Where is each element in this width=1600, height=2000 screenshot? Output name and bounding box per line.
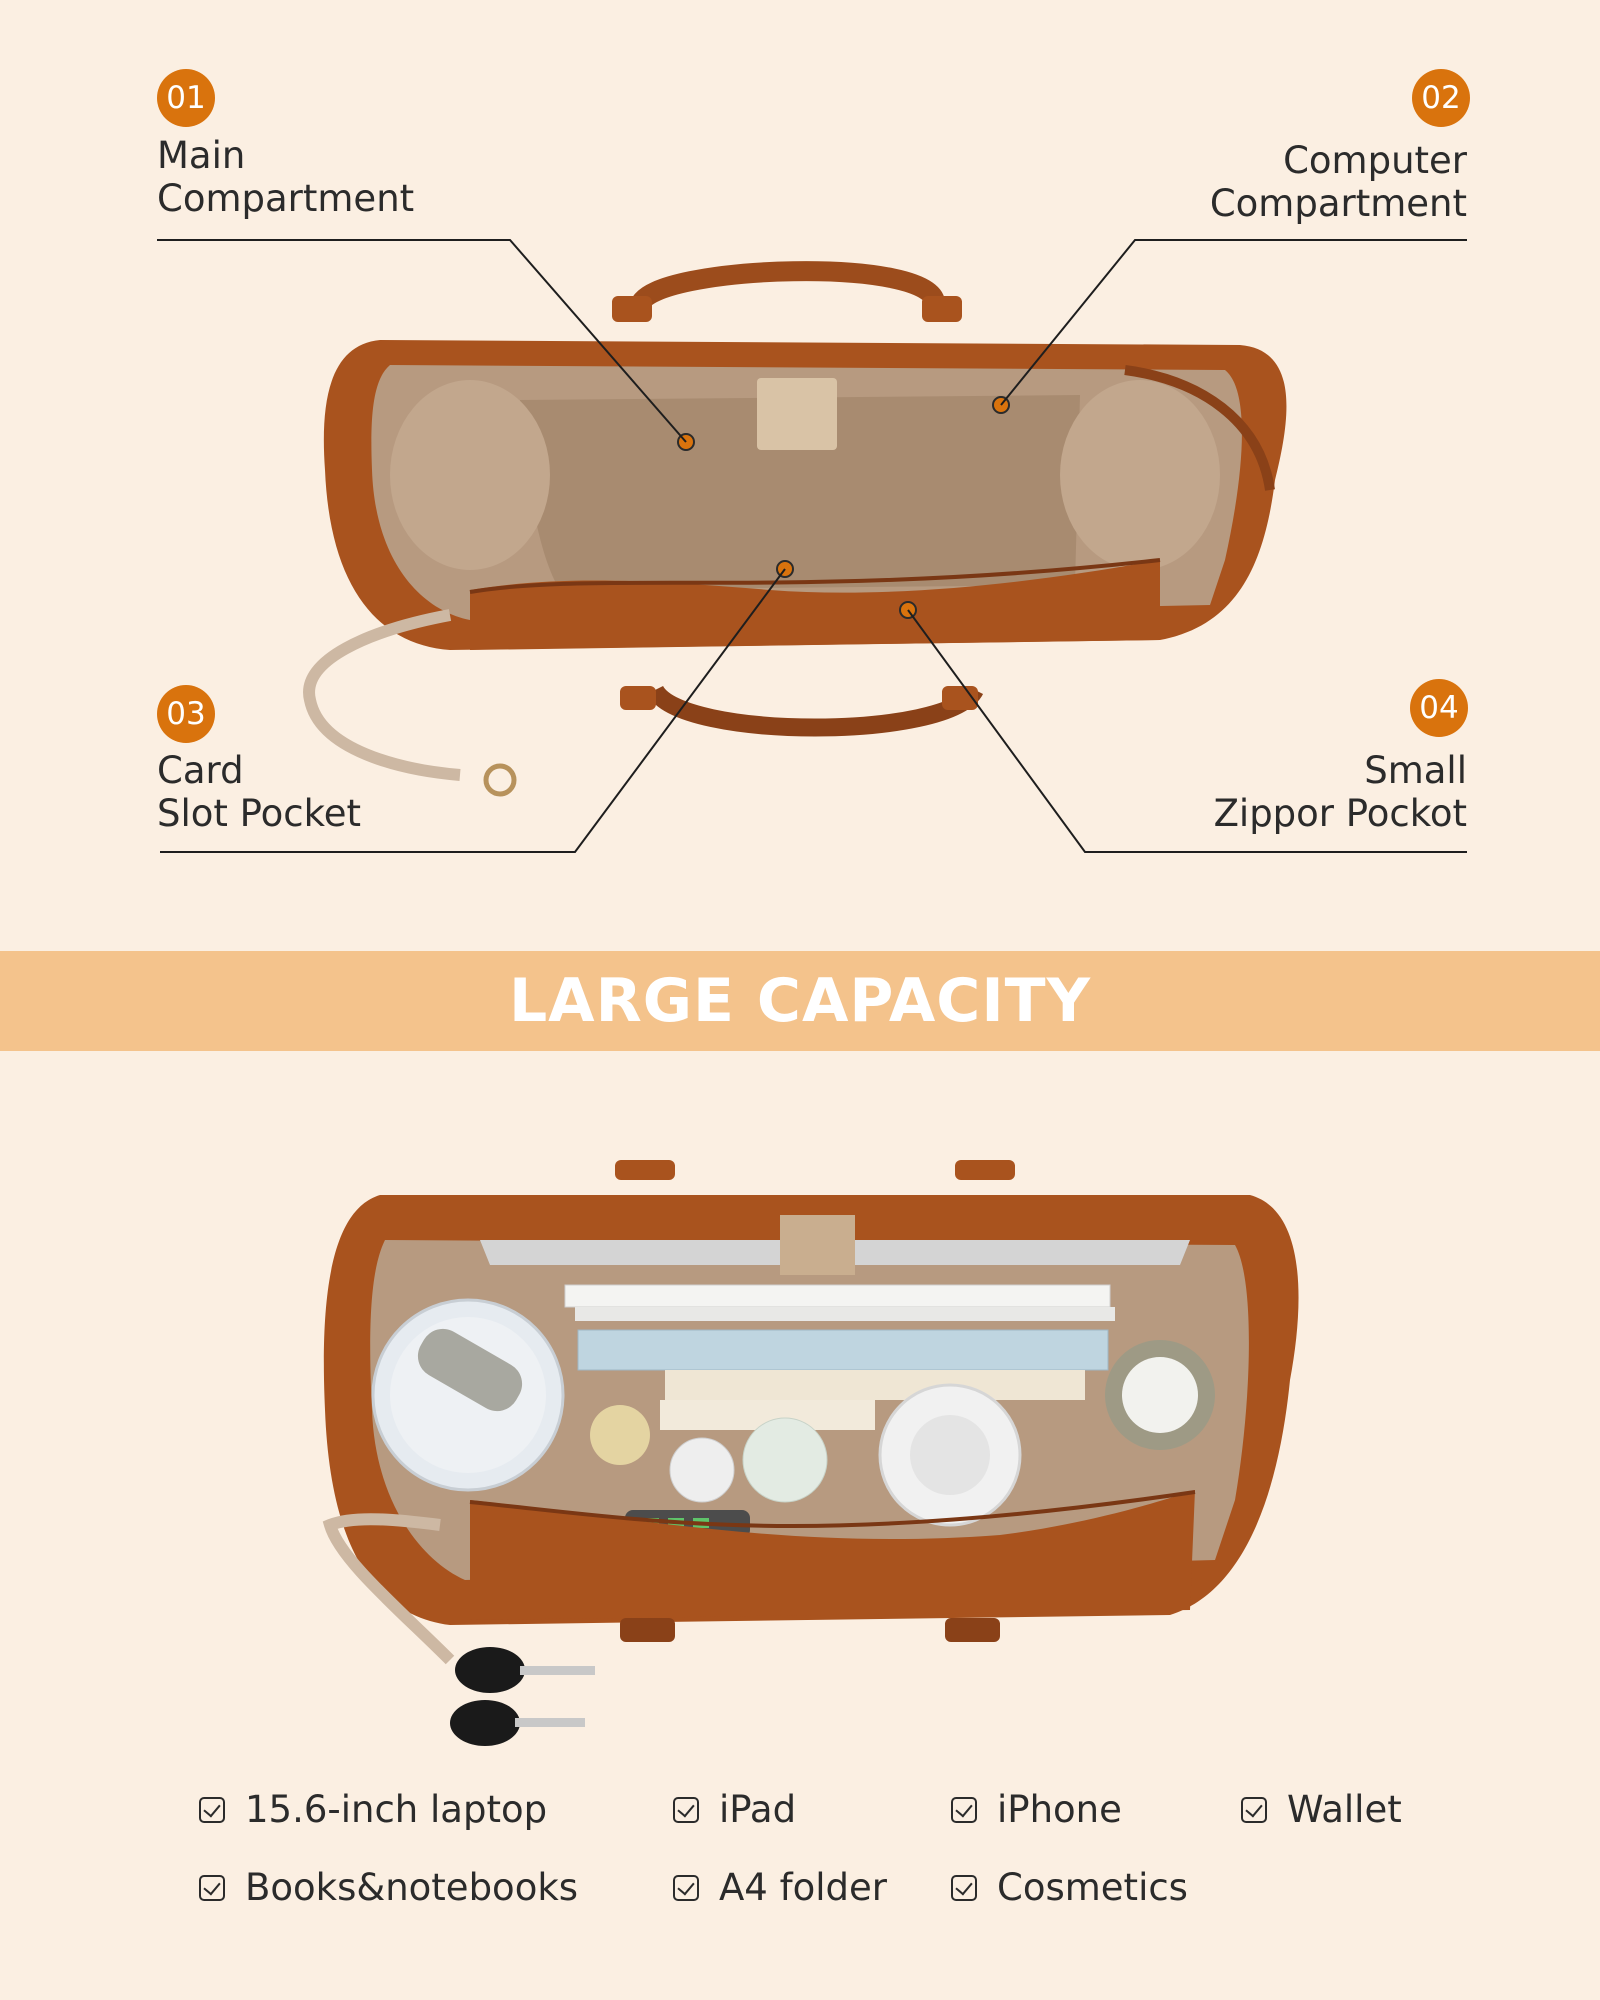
- callout-label-line1: Small: [1364, 749, 1467, 792]
- checkbox-icon: [199, 1796, 225, 1823]
- capacity-item-label: A4 folder: [719, 1866, 888, 1909]
- callout-label-small-zipper-pocket: Small Zippor Pockot: [1214, 749, 1467, 835]
- checkbox-icon: [1241, 1796, 1267, 1823]
- callout-label-main-compartment: Main Compartment: [157, 134, 414, 220]
- capacity-item: iPhone: [951, 1788, 1122, 1831]
- callout-label-line2: Zippor Pockot: [1213, 792, 1467, 835]
- callout-badge-03: 03: [157, 685, 215, 743]
- checkbox-icon: [199, 1874, 225, 1901]
- callout-label-card-slot-pocket: Card Slot Pocket: [157, 749, 361, 835]
- capacity-item-label: iPad: [719, 1788, 797, 1831]
- callout-label-line2: Compartment: [157, 177, 415, 220]
- checkbox-icon: [951, 1796, 977, 1823]
- leader-lines: [157, 239, 1467, 853]
- capacity-item: A4 folder: [673, 1866, 887, 1909]
- capacity-item: Wallet: [1241, 1788, 1402, 1831]
- banner-title: LARGE CAPACITY: [508, 966, 1092, 1036]
- capacity-item: Cosmetics: [951, 1866, 1188, 1909]
- callout-badge-01: 01: [157, 69, 215, 127]
- checkbox-icon: [673, 1874, 699, 1901]
- empty-bag-image: [303, 261, 1287, 797]
- capacity-item-label: Cosmetics: [997, 1866, 1188, 1909]
- capacity-banner: LARGE CAPACITY: [0, 951, 1600, 1051]
- callout-badge-04: 04: [1410, 679, 1468, 737]
- capacity-item-label: Books&notebooks: [245, 1866, 579, 1909]
- callout-label-line1: Computer: [1283, 139, 1467, 182]
- capacity-item: 15.6-inch laptop: [199, 1788, 547, 1831]
- capacity-item-label: 15.6-inch laptop: [245, 1788, 548, 1831]
- capacity-item-label: Wallet: [1287, 1788, 1402, 1831]
- capacity-item: Books&notebooks: [199, 1866, 578, 1909]
- capacity-item-label: iPhone: [997, 1788, 1122, 1831]
- callout-label-line2: Compartment: [1209, 182, 1467, 225]
- callout-label-line2: Slot Pocket: [157, 792, 362, 835]
- filled-bag-image: [322, 1160, 1299, 1746]
- checkbox-icon: [673, 1796, 699, 1823]
- callout-label-line1: Main: [157, 134, 246, 177]
- callout-label-computer-compartment: Computer Compartment: [1210, 139, 1467, 225]
- capacity-item: iPad: [673, 1788, 796, 1831]
- callout-badge-02: 02: [1412, 69, 1470, 127]
- checkbox-icon: [951, 1874, 977, 1901]
- callout-label-line1: Card: [157, 749, 244, 792]
